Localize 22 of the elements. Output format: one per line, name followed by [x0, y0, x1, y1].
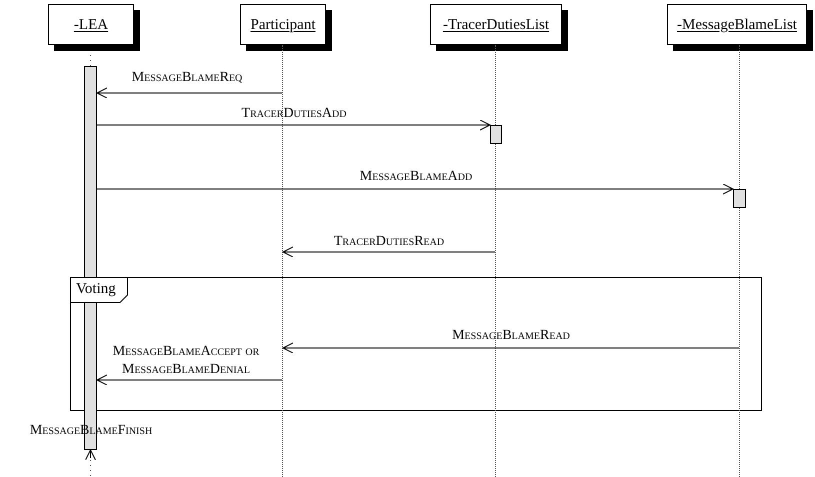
edge-label: MessageBlameReq [132, 69, 242, 87]
message-arrow [85, 450, 96, 460]
edge-label: MessageBlameAdd [360, 168, 472, 186]
message-arrow [96, 184, 734, 194]
activation-bar [490, 125, 502, 144]
fragment-tab [70, 277, 128, 303]
message-arrow [96, 120, 490, 130]
edge-label: TracerDutiesAdd [242, 105, 346, 123]
participant-name: -MessageBlameList [677, 16, 797, 34]
message-arrow [282, 246, 496, 258]
participant-name: -TracerDutiesList [442, 16, 550, 34]
participant-name: -LEA [74, 16, 108, 34]
lifeline [282, 45, 283, 477]
message-arrow [96, 374, 282, 386]
message-arrow [96, 88, 282, 98]
participant-name: Participant [250, 16, 316, 34]
message-arrow [282, 342, 740, 354]
frame-label: Voting [76, 280, 116, 298]
activation-bar [733, 189, 746, 208]
edge-label: MessageBlameAccept or MessageBlameDenial [112, 343, 260, 379]
edge-label: MessageBlameRead [452, 327, 570, 345]
edge-label: TracerDutiesRead [334, 233, 444, 251]
